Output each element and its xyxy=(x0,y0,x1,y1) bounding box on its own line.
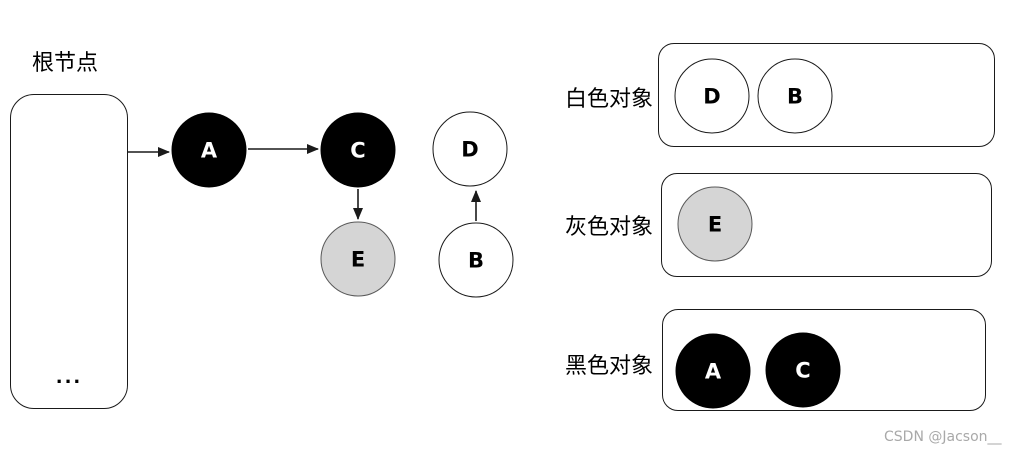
graph-node-e: E xyxy=(320,221,396,297)
legend-node-b: B xyxy=(757,58,833,134)
legend-label-white: 白色对象 xyxy=(564,87,653,112)
legend-label-black: 黑色对象 xyxy=(564,354,653,379)
graph-node-d: D xyxy=(432,111,508,187)
graph-node-b: B xyxy=(438,222,514,298)
legend-node-c: C xyxy=(765,332,841,408)
legend-node-d: D xyxy=(674,58,750,134)
legend-node-a: A xyxy=(675,333,751,409)
legend-label-gray: 灰色对象 xyxy=(564,215,653,240)
root-label: 根节点 xyxy=(32,51,99,76)
watermark: CSDN @Jacson__ xyxy=(884,429,1002,445)
root-node-box: ... xyxy=(10,94,128,409)
root-ellipsis: ... xyxy=(55,367,83,388)
graph-node-c: C xyxy=(320,112,396,188)
legend-node-e: E xyxy=(677,186,753,262)
graph-node-a: A xyxy=(171,112,247,188)
